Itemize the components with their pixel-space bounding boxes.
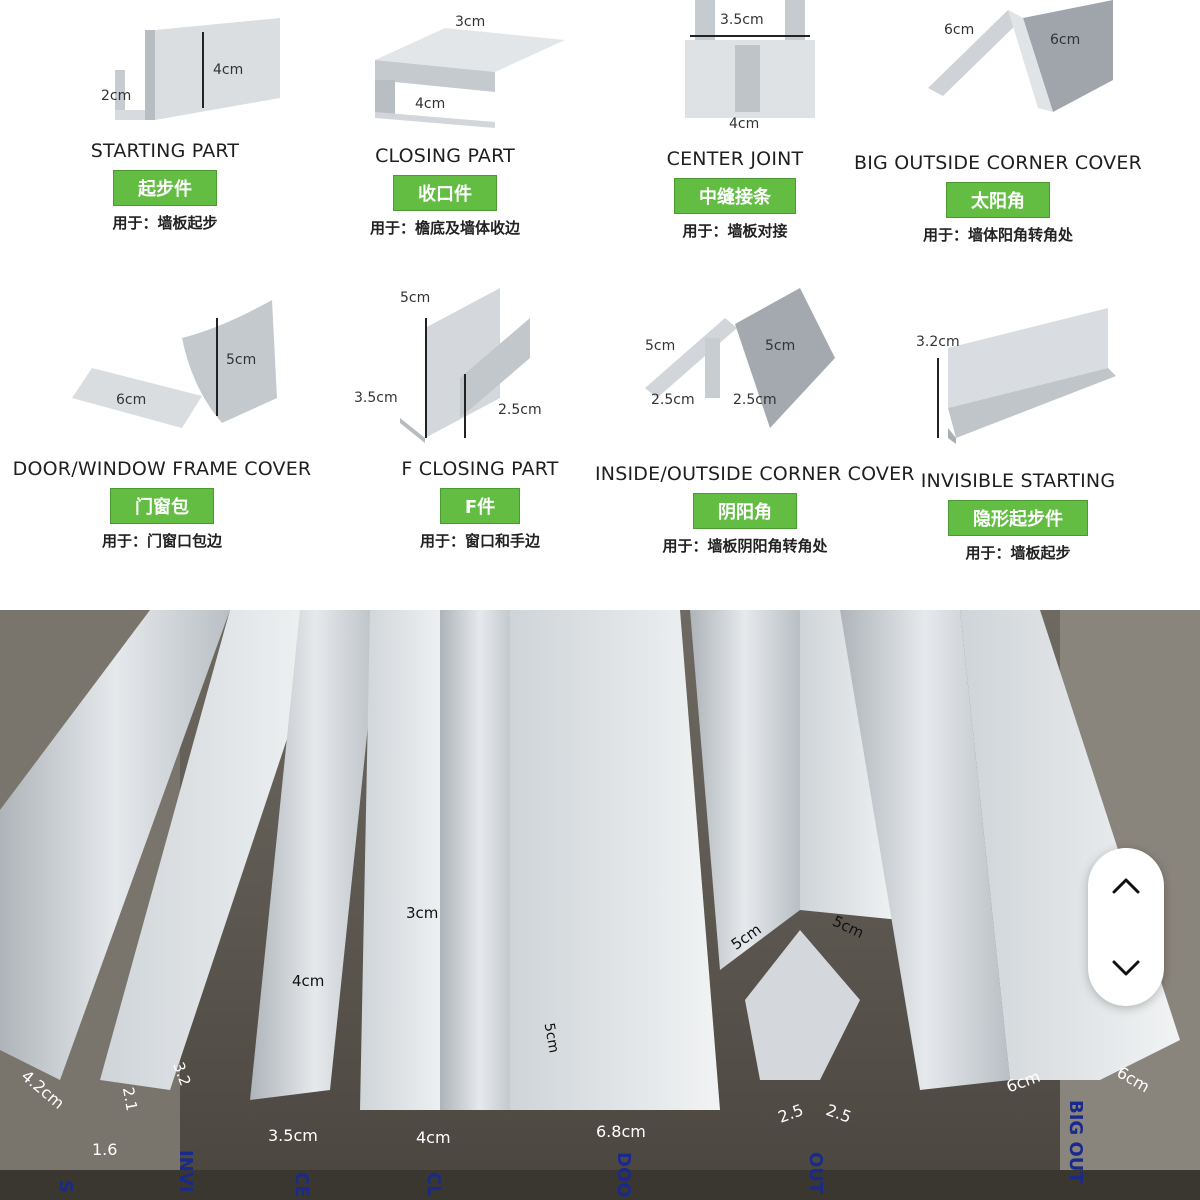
starting-part-diagram: 4cm 2cm <box>101 18 280 120</box>
closing-part-diagram: 3cm 4cm <box>375 14 565 128</box>
item-tag: 太阳角 <box>946 182 1050 218</box>
dimension-label: 5cm <box>226 352 256 368</box>
product-catalog: 4cm 2cm STARTING PART 起步件 用于：墙板起步 3cm 4c… <box>12 0 1168 563</box>
catalog-item-center-joint: 3.5cm 4cm CENTER JOINT 中缝接条 用于：墙板对接 <box>585 0 885 241</box>
item-title: INVISIBLE STARTING <box>920 470 1116 492</box>
item-usage: 用于：墙板起步 <box>965 544 1071 562</box>
dimension-label: 5cm <box>645 338 675 354</box>
chevron-up-icon <box>1112 878 1140 894</box>
dimension-label: 5cm <box>765 338 795 354</box>
item-tag: F件 <box>439 488 521 524</box>
dimension-label: 3.5cm <box>720 12 764 28</box>
item-title: BIG OUTSIDE CORNER COVER <box>854 152 1142 174</box>
item-tag: 中缝接条 <box>674 178 796 214</box>
item-tag: 阴阳角 <box>693 493 797 529</box>
item-usage: 用于：墙板阴阳角转角处 <box>662 537 828 555</box>
scroll-navigation <box>1088 848 1164 1006</box>
scroll-up-button[interactable] <box>1106 866 1146 906</box>
catalog-item-big-outside-corner: 6cm 6cm BIG OUTSIDE CORNER COVER 太阳角 用于：… <box>848 0 1148 245</box>
photo-product-word: CE <box>291 1172 312 1198</box>
catalog-item-closing-part: 3cm 4cm CLOSING PART 收口件 用于：檐底及墙体收边 <box>295 0 595 238</box>
dimension-label: 6cm <box>1050 32 1080 48</box>
dimension-label: 4cm <box>415 96 445 112</box>
dimension-label: 3.2cm <box>916 334 960 350</box>
item-usage: 用于：墙板起步 <box>112 214 218 232</box>
dimension-label: 3cm <box>455 14 485 30</box>
photo-product-word: BIG OUT <box>1065 1100 1086 1184</box>
item-usage: 用于：窗口和手边 <box>419 532 540 550</box>
f-part-diagram: 5cm 3.5cm 2.5cm <box>354 288 542 443</box>
photo-dim-label: 1.6 <box>92 1140 118 1159</box>
item-usage: 用于：墙板对接 <box>682 222 788 240</box>
photo-product-word: OUT <box>805 1152 826 1195</box>
catalog-item-starting-part: 4cm 2cm STARTING PART 起步件 用于：墙板起步 <box>15 0 315 233</box>
dimension-label: 4cm <box>213 62 243 78</box>
item-title: STARTING PART <box>90 140 240 162</box>
catalog-item-invisible-starting: 3.2cm INVISIBLE STARTING 隐形起步件 用于：墙板起步 <box>868 288 1168 563</box>
aluminum-profiles-photo <box>0 610 1200 1200</box>
corner-cover-diagram: 5cm 5cm 2.5cm 2.5cm <box>645 288 835 428</box>
item-tag: 起步件 <box>113 170 217 206</box>
invisible-starting-diagram: 3.2cm <box>916 308 1116 444</box>
photo-product-word: DOO <box>613 1152 634 1198</box>
item-tag: 收口件 <box>393 175 497 211</box>
item-usage: 用于：墙体阳角转角处 <box>922 226 1073 244</box>
photo-dim-label: 6.8cm <box>596 1122 646 1141</box>
photo-dim-label: 2.1 <box>118 1085 141 1113</box>
dimension-label: 3.5cm <box>354 390 398 406</box>
catalog-item-inside-outside-corner: 5cm 5cm 2.5cm 2.5cm INSIDE/OUTSIDE CORNE… <box>595 288 915 556</box>
item-title: DOOR/WINDOW FRAME COVER <box>12 458 312 480</box>
photo-dim-label: 4cm <box>292 972 325 990</box>
catalog-item-door-window-frame-cover: 5cm 6cm DOOR/WINDOW FRAME COVER 门窗包 用于：门… <box>12 288 312 551</box>
item-title: F CLOSING PART <box>401 458 559 480</box>
dimension-label: 6cm <box>116 392 146 408</box>
photo-product-word: S <box>55 1180 76 1193</box>
item-title: CLOSING PART <box>375 145 515 167</box>
dimension-label: 2cm <box>101 88 131 104</box>
scroll-down-button[interactable] <box>1106 948 1146 988</box>
item-title: INSIDE/OUTSIDE CORNER COVER <box>595 463 915 485</box>
dimension-label: 2.5cm <box>651 392 695 408</box>
item-title: CENTER JOINT <box>666 148 804 170</box>
photo-dim-label: 3.5cm <box>268 1126 318 1145</box>
big-corner-diagram: 6cm 6cm <box>928 0 1113 112</box>
catalog-item-f-closing-part: 5cm 3.5cm 2.5cm F CLOSING PART F件 用于：窗口和… <box>330 288 630 551</box>
dimension-label: 2.5cm <box>498 402 542 418</box>
item-usage: 用于：檐底及墙体收边 <box>369 219 520 237</box>
photo-product-word: CL <box>423 1172 444 1197</box>
door-frame-diagram: 5cm 6cm <box>72 300 277 428</box>
dimension-label: 4cm <box>729 116 759 132</box>
dimension-label: 5cm <box>400 290 430 306</box>
photo-dim-label: 4cm <box>416 1128 451 1147</box>
chevron-down-icon <box>1112 960 1140 976</box>
photo-dim-label: 3cm <box>406 904 439 922</box>
item-usage: 用于：门窗口包边 <box>101 532 222 550</box>
item-tag: 隐形起步件 <box>948 500 1088 536</box>
dimension-label: 2.5cm <box>733 392 777 408</box>
item-tag: 门窗包 <box>110 488 214 524</box>
dimension-label: 6cm <box>944 22 974 38</box>
product-photo: 4.2cm 2.1 1.6 3.2 4cm 3.5cm 3cm 4cm 5cm … <box>0 610 1200 1200</box>
center-joint-diagram: 3.5cm 4cm <box>685 0 815 132</box>
photo-product-word: INVI <box>175 1150 196 1193</box>
